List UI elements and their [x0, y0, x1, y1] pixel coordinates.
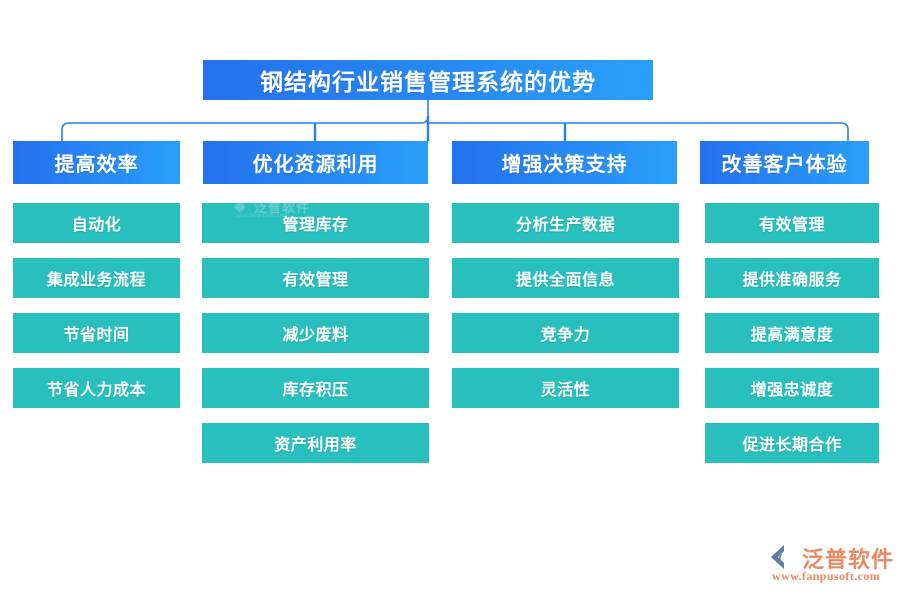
- company-logo: 泛普软件 www.fanpusoft.com: [770, 542, 893, 586]
- column-items-2: 分析生产数据 提供全面信息 竞争力 灵活性: [452, 203, 679, 423]
- list-item[interactable]: 提供准确服务: [705, 258, 879, 298]
- logo-mark-icon: [771, 545, 793, 569]
- list-item[interactable]: 库存积压: [202, 368, 429, 408]
- list-item[interactable]: 节省时间: [13, 313, 180, 353]
- column-enhance-decision-support: 增强决策支持 分析生产数据 提供全面信息 竞争力 灵活性: [452, 141, 679, 408]
- logo-url-text: www.fanpusoft.com: [772, 569, 881, 583]
- list-item[interactable]: 管理库存: [202, 203, 429, 243]
- list-item[interactable]: 灵活性: [452, 368, 679, 408]
- column-optimize-resources: 优化资源利用 管理库存 有效管理 减少废料 库存积压 资产利用率: [202, 141, 429, 463]
- diagram-title: 钢结构行业销售管理系统的优势: [203, 60, 653, 100]
- list-item[interactable]: 促进长期合作: [705, 423, 879, 463]
- list-item[interactable]: 提供全面信息: [452, 258, 679, 298]
- column-header-0[interactable]: 提高效率: [13, 141, 180, 184]
- list-item[interactable]: 有效管理: [705, 203, 879, 243]
- column-items-1: 管理库存 有效管理 减少废料 库存积压 资产利用率: [202, 203, 429, 478]
- connector-bracket: [61, 96, 849, 141]
- columns-container: 提高效率 自动化 集成业务流程 节省时间 节省人力成本 优化资源利用 管理库存 …: [0, 141, 900, 501]
- list-item[interactable]: 集成业务流程: [13, 258, 180, 298]
- list-item[interactable]: 增强忠诚度: [705, 368, 879, 408]
- column-header-2[interactable]: 增强决策支持: [452, 141, 677, 184]
- list-item[interactable]: 提高满意度: [705, 313, 879, 353]
- column-header-1[interactable]: 优化资源利用: [203, 141, 428, 184]
- list-item[interactable]: 有效管理: [202, 258, 429, 298]
- column-improve-customer-experience: 改善客户体验 有效管理 提供准确服务 提高满意度 增强忠诚度 促进长期合作: [700, 141, 879, 463]
- list-item[interactable]: 竞争力: [452, 313, 679, 353]
- list-item[interactable]: 资产利用率: [202, 423, 429, 463]
- list-item[interactable]: 减少废料: [202, 313, 429, 353]
- column-header-3[interactable]: 改善客户体验: [700, 141, 869, 184]
- list-item[interactable]: 节省人力成本: [13, 368, 180, 408]
- list-item[interactable]: 自动化: [13, 203, 180, 243]
- column-items-0: 自动化 集成业务流程 节省时间 节省人力成本: [13, 203, 180, 423]
- column-items-3: 有效管理 提供准确服务 提高满意度 增强忠诚度 促进长期合作: [705, 203, 879, 478]
- column-improve-efficiency: 提高效率 自动化 集成业务流程 节省时间 节省人力成本: [13, 141, 180, 408]
- logo-brand-text: 泛普软件: [802, 547, 895, 572]
- list-item[interactable]: 分析生产数据: [452, 203, 679, 243]
